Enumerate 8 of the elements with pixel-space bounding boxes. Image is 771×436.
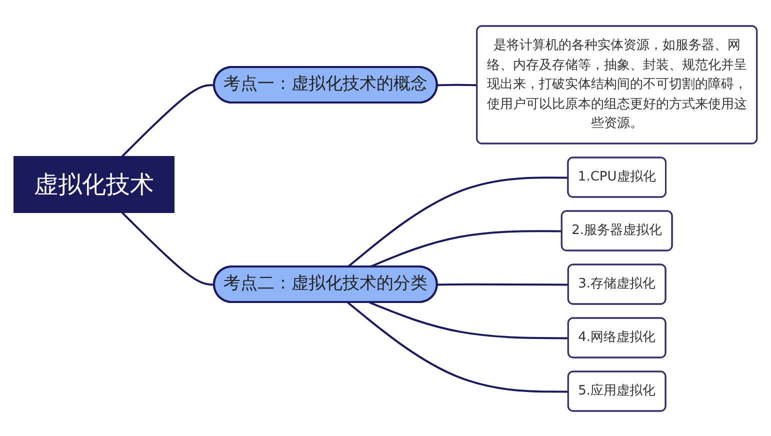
connector xyxy=(437,83,478,86)
connector xyxy=(121,211,215,286)
node-box: 虚拟化技术 xyxy=(14,156,175,212)
connector xyxy=(347,301,569,392)
connector xyxy=(369,301,569,339)
connector xyxy=(121,84,215,157)
connector xyxy=(437,282,569,286)
connector xyxy=(347,176,568,268)
